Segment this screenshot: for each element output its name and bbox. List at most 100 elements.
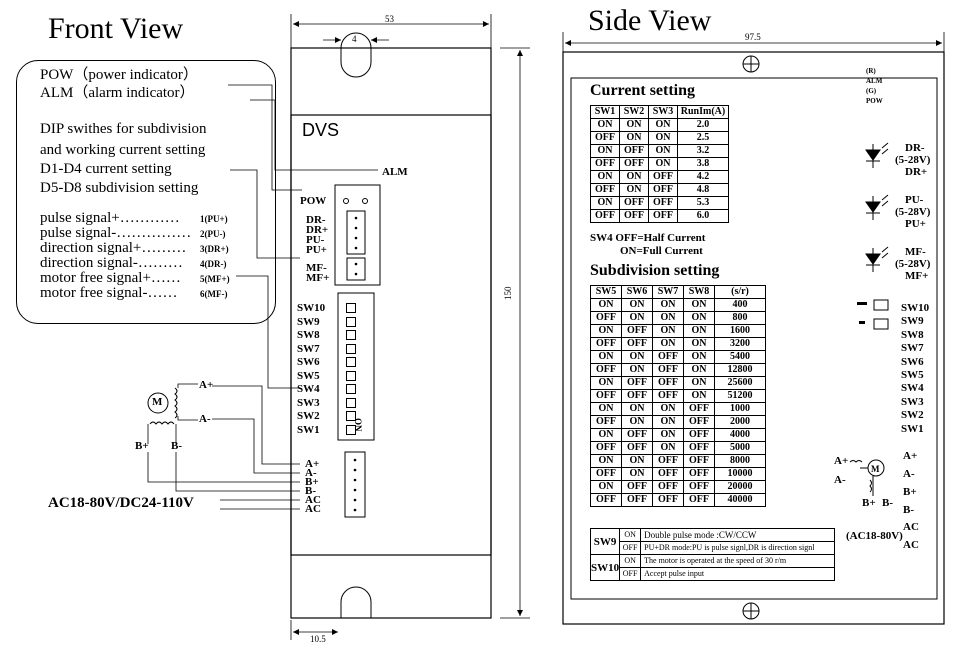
front-dip-switch-7: [346, 397, 356, 408]
front-power-pin-0: A+: [305, 458, 320, 470]
front-motor-b-plus: B+: [135, 440, 149, 452]
subdiv-row-cell: 400: [714, 298, 766, 312]
subdiv-row-cell: ON: [621, 363, 653, 377]
subdiv-row-cell: 25600: [714, 376, 766, 390]
subdiv-row-cell: OFF: [621, 324, 653, 338]
current-setting-title: Current setting: [590, 82, 696, 99]
sw4-note-2: ON=Full Current: [620, 245, 703, 257]
subdiv-row-cell: ON: [683, 324, 715, 338]
subdiv-row-cell: 40000: [714, 493, 766, 507]
current-row-cell: OFF: [590, 209, 620, 223]
current-row-cell: 2.5: [677, 131, 729, 145]
side-motor-b-plus: B+: [862, 497, 876, 509]
front-sw-label-2: SW8: [297, 329, 320, 341]
front-view-title: Front View: [48, 12, 184, 45]
signal-line-2: pulse signal-……………: [40, 225, 192, 241]
subdiv-row-cell: 3200: [714, 337, 766, 351]
side-power-label: (AC18-80V): [846, 530, 903, 542]
front-power-pin-2: B+: [305, 476, 319, 488]
front-sw-label-5: SW5: [297, 369, 320, 382]
subdiv-row-cell: OFF: [590, 467, 622, 481]
subdiv-row-cell: OFF: [683, 467, 715, 481]
sw10-off-text: Accept pulse input: [640, 567, 836, 581]
side-sw-label-6: SW4: [901, 382, 924, 395]
opto-0-top: DR-: [905, 142, 925, 154]
subdiv-row-cell: ON: [683, 298, 715, 312]
subdiv-row-cell: OFF: [621, 376, 653, 390]
side-sw-label-5: SW5: [901, 369, 924, 381]
subdiv-row-cell: ON: [621, 298, 653, 312]
current-row-cell: ON: [590, 170, 620, 184]
current-row-cell: ON: [648, 118, 678, 132]
subdiv-row-cell: OFF: [621, 389, 653, 403]
subdiv-row-cell: ON: [621, 454, 653, 468]
opto-1-top: PU-: [905, 194, 924, 206]
front-dip-switch-8: [346, 411, 356, 421]
side-led-label-0: (R): [866, 67, 876, 75]
current-row-cell: OFF: [648, 170, 678, 184]
subdiv-row-cell: OFF: [652, 389, 684, 403]
alm-label: ALM: [382, 166, 408, 178]
front-dip-switch-0: [346, 303, 356, 313]
side-led-label-3: POW: [866, 97, 883, 105]
subdiv-row-cell: ON: [621, 415, 653, 429]
sw9-on-text: Double pulse mode :CW/CCW: [640, 528, 836, 542]
subdiv-row-cell: ON: [683, 337, 715, 351]
subdiv-row-cell: OFF: [683, 454, 715, 468]
callout-current: D1-D4 current setting: [40, 161, 172, 177]
subdiv-row-cell: ON: [621, 350, 653, 364]
subdiv-row-cell: 5400: [714, 350, 766, 364]
side-sw-label-3: SW7: [901, 342, 924, 355]
opto-0-bot: DR+: [905, 166, 928, 178]
front-motor-a-plus: A+: [199, 379, 214, 391]
current-header-row-cell: SW2: [619, 105, 649, 119]
side-sw-label-0: SW10: [901, 302, 930, 314]
front-dip-switch-6: [346, 384, 356, 394]
subdiv-row-cell: ON: [683, 311, 715, 325]
side-motor-a-plus: A+: [834, 455, 849, 467]
subdiv-row-cell: ON: [683, 389, 715, 403]
front-power-pin-1: A-: [305, 467, 317, 479]
subdiv-row-cell: 10000: [714, 467, 766, 481]
opto-1-bot: PU+: [905, 218, 926, 230]
current-row-cell: ON: [619, 183, 649, 197]
subdiv-row-cell: OFF: [590, 311, 622, 325]
front-sw-label-0: SW10: [297, 302, 326, 314]
subdiv-row-cell: ON: [683, 363, 715, 377]
side-motor-pin-1: A-: [903, 468, 915, 480]
side-sw-label-2: SW8: [901, 328, 924, 341]
front-motor-a-minus: A-: [199, 413, 211, 425]
front-dip-switch-4: [346, 357, 356, 367]
side-motor-pin-2: B+: [903, 486, 917, 498]
front-dip-switch-1: [346, 316, 356, 327]
side-motor-a-minus: A-: [834, 474, 846, 486]
subdiv-row-cell: OFF: [683, 441, 715, 455]
subdiv-row-cell: OFF: [590, 389, 622, 403]
subdiv-row-cell: ON: [652, 337, 684, 351]
subdiv-row-cell: 8000: [714, 454, 766, 468]
subdiv-row-cell: ON: [621, 467, 653, 481]
current-row-cell: 2.0: [677, 118, 729, 132]
callout-pow: POW（power indicator）: [40, 67, 198, 83]
subdiv-row-cell: 800: [714, 311, 766, 325]
subdiv-row-cell: OFF: [683, 480, 715, 494]
signal-line-3: direction signal+………: [40, 240, 187, 256]
dim-gap-4: 4: [352, 34, 357, 44]
subdiv-row-cell: OFF: [621, 493, 653, 507]
subdiv-row-cell: OFF: [621, 441, 653, 455]
sw10-label: SW10: [589, 554, 621, 581]
subdiv-row-cell: 4000: [714, 428, 766, 442]
side-motor-pin-5: AC: [903, 539, 919, 551]
front-power-pin-3: B-: [305, 485, 316, 497]
signal-pin-3: 3(DR+): [200, 244, 229, 254]
subdiv-row-cell: OFF: [590, 441, 622, 455]
subdiv-row-cell: ON: [590, 298, 622, 312]
opto-2-bot: MF+: [905, 270, 929, 282]
